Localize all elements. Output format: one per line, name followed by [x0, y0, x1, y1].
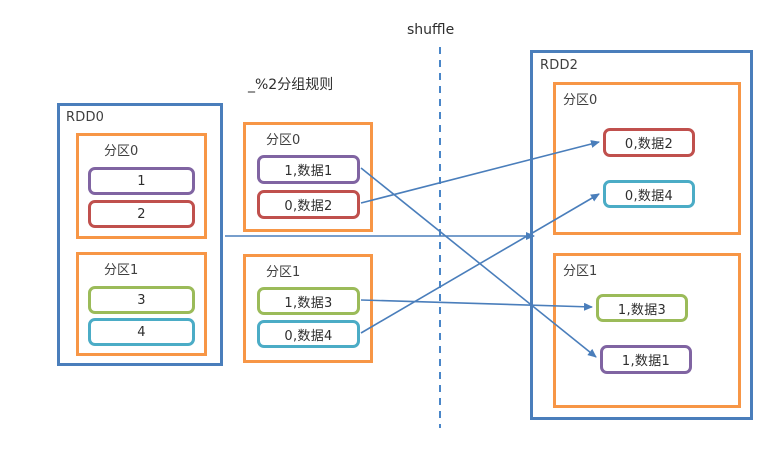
grouping-rule-label: _%2分组规则: [248, 77, 334, 93]
rdd0-partition-0-label: 分区0: [104, 144, 139, 159]
rdd1-partition-1-label: 分区1: [266, 265, 301, 280]
rdd0-p0-cell-1: 2: [88, 200, 195, 228]
rdd1-p0-cell-1: 0,数据2: [257, 190, 360, 219]
rdd0-p0-cell-0: 1: [88, 167, 195, 195]
shuffle-label: shuffle: [407, 22, 455, 38]
rdd1-p0-cell-0: 1,数据1: [257, 155, 360, 184]
rdd2-p1-cell-0: 1,数据3: [596, 294, 688, 322]
rdd2-p0-cell-0: 0,数据2: [603, 128, 695, 157]
rdd2-partition-0-label: 分区0: [563, 93, 598, 108]
rdd0-partition-1-label: 分区1: [104, 263, 139, 278]
rdd1-p1-cell-1: 0,数据4: [257, 320, 360, 348]
rdd2-label: RDD2: [540, 58, 579, 73]
rdd2-p1-cell-1: 1,数据1: [600, 345, 692, 374]
rdd1-partition-0-label: 分区0: [266, 133, 301, 148]
rdd0-label: RDD0: [66, 110, 105, 125]
rdd0-p1-cell-1: 4: [88, 318, 195, 346]
rdd0-p1-cell-0: 3: [88, 286, 195, 314]
rdd2-p0-cell-1: 0,数据4: [603, 180, 695, 208]
rdd2-partition-1-label: 分区1: [563, 264, 598, 279]
rdd1-p1-cell-0: 1,数据3: [257, 287, 360, 315]
